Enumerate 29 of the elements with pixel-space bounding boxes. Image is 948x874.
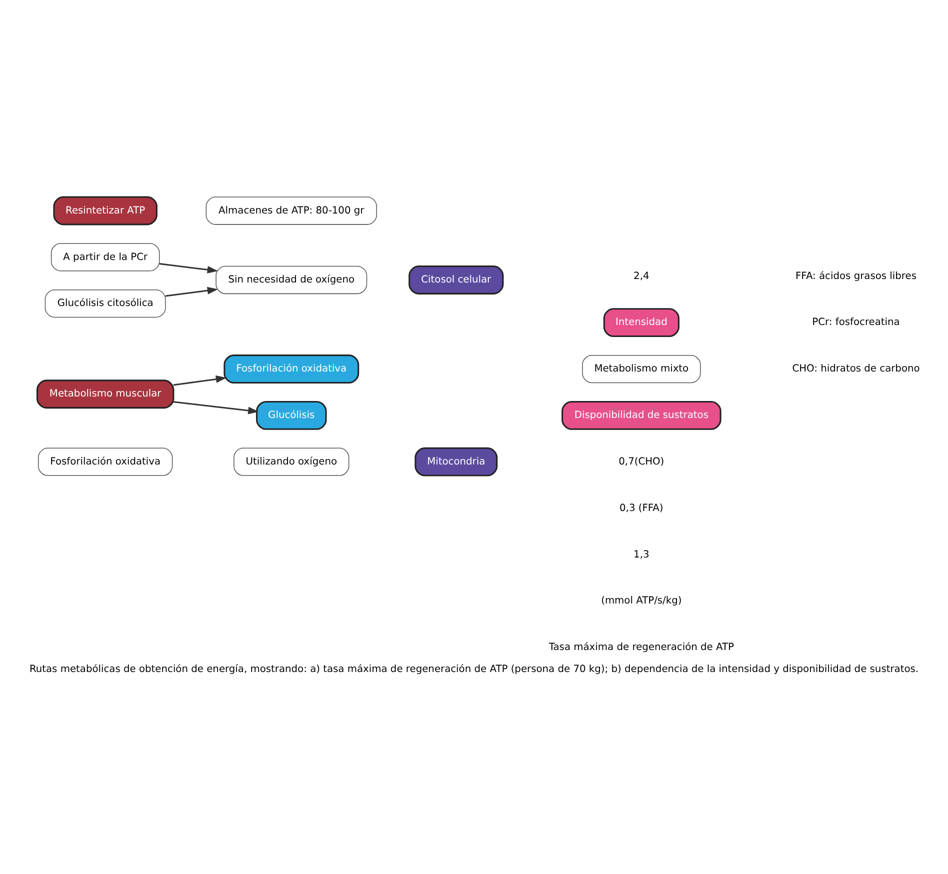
label: 1,3 xyxy=(634,548,650,560)
node-box: Almacenes de ATP: 80-100 gr xyxy=(206,196,377,224)
label: 0,3 (FFA) xyxy=(620,502,664,514)
label: 0,7(CHO) xyxy=(618,456,664,467)
node-box: Metabolismo muscular xyxy=(36,379,174,408)
node-box: Glucólisis xyxy=(256,400,327,430)
node-box: Resintetizar ATP xyxy=(53,196,158,225)
node-box: Metabolismo mixto xyxy=(582,354,701,383)
label: CHO: hidratos de carbono xyxy=(792,363,920,374)
caption: Rutas metabólicas de obtención de energía, mostrando: a) tasa máxima de regeneración de ATP (persona de 70 kg); b) dependencia de la intensidad y disponibilidad de sustratos. xyxy=(29,664,919,675)
label: (mmol ATP/s/kg) xyxy=(601,595,682,606)
node-box: Mitocondria xyxy=(414,446,498,476)
node-box: Fosforilación oxidativa xyxy=(38,447,173,476)
label: PCr: fosfocreatina xyxy=(812,316,900,328)
node-box: Fosforilación oxidativa xyxy=(224,354,360,383)
label: FFA: ácidos grasos libres xyxy=(796,270,917,282)
arrow xyxy=(173,374,227,386)
node-box: A partir de la PCr xyxy=(50,242,160,271)
arrow xyxy=(165,286,218,296)
label: 2,4 xyxy=(634,270,650,282)
node-box: Glucólisis citosólica xyxy=(44,289,166,318)
node-box: Citosol celular xyxy=(408,265,504,294)
node-box: Sin necesidad de oxígeno xyxy=(216,265,368,294)
node-box: Intensidad xyxy=(603,308,680,337)
label: Tasa máxima de regeneración de ATP xyxy=(548,642,734,653)
arrow xyxy=(173,400,259,414)
node-box: Disponibilidad de sustratos xyxy=(562,400,722,430)
arrow xyxy=(159,262,218,273)
node-box: Utilizando oxígeno xyxy=(234,447,350,476)
